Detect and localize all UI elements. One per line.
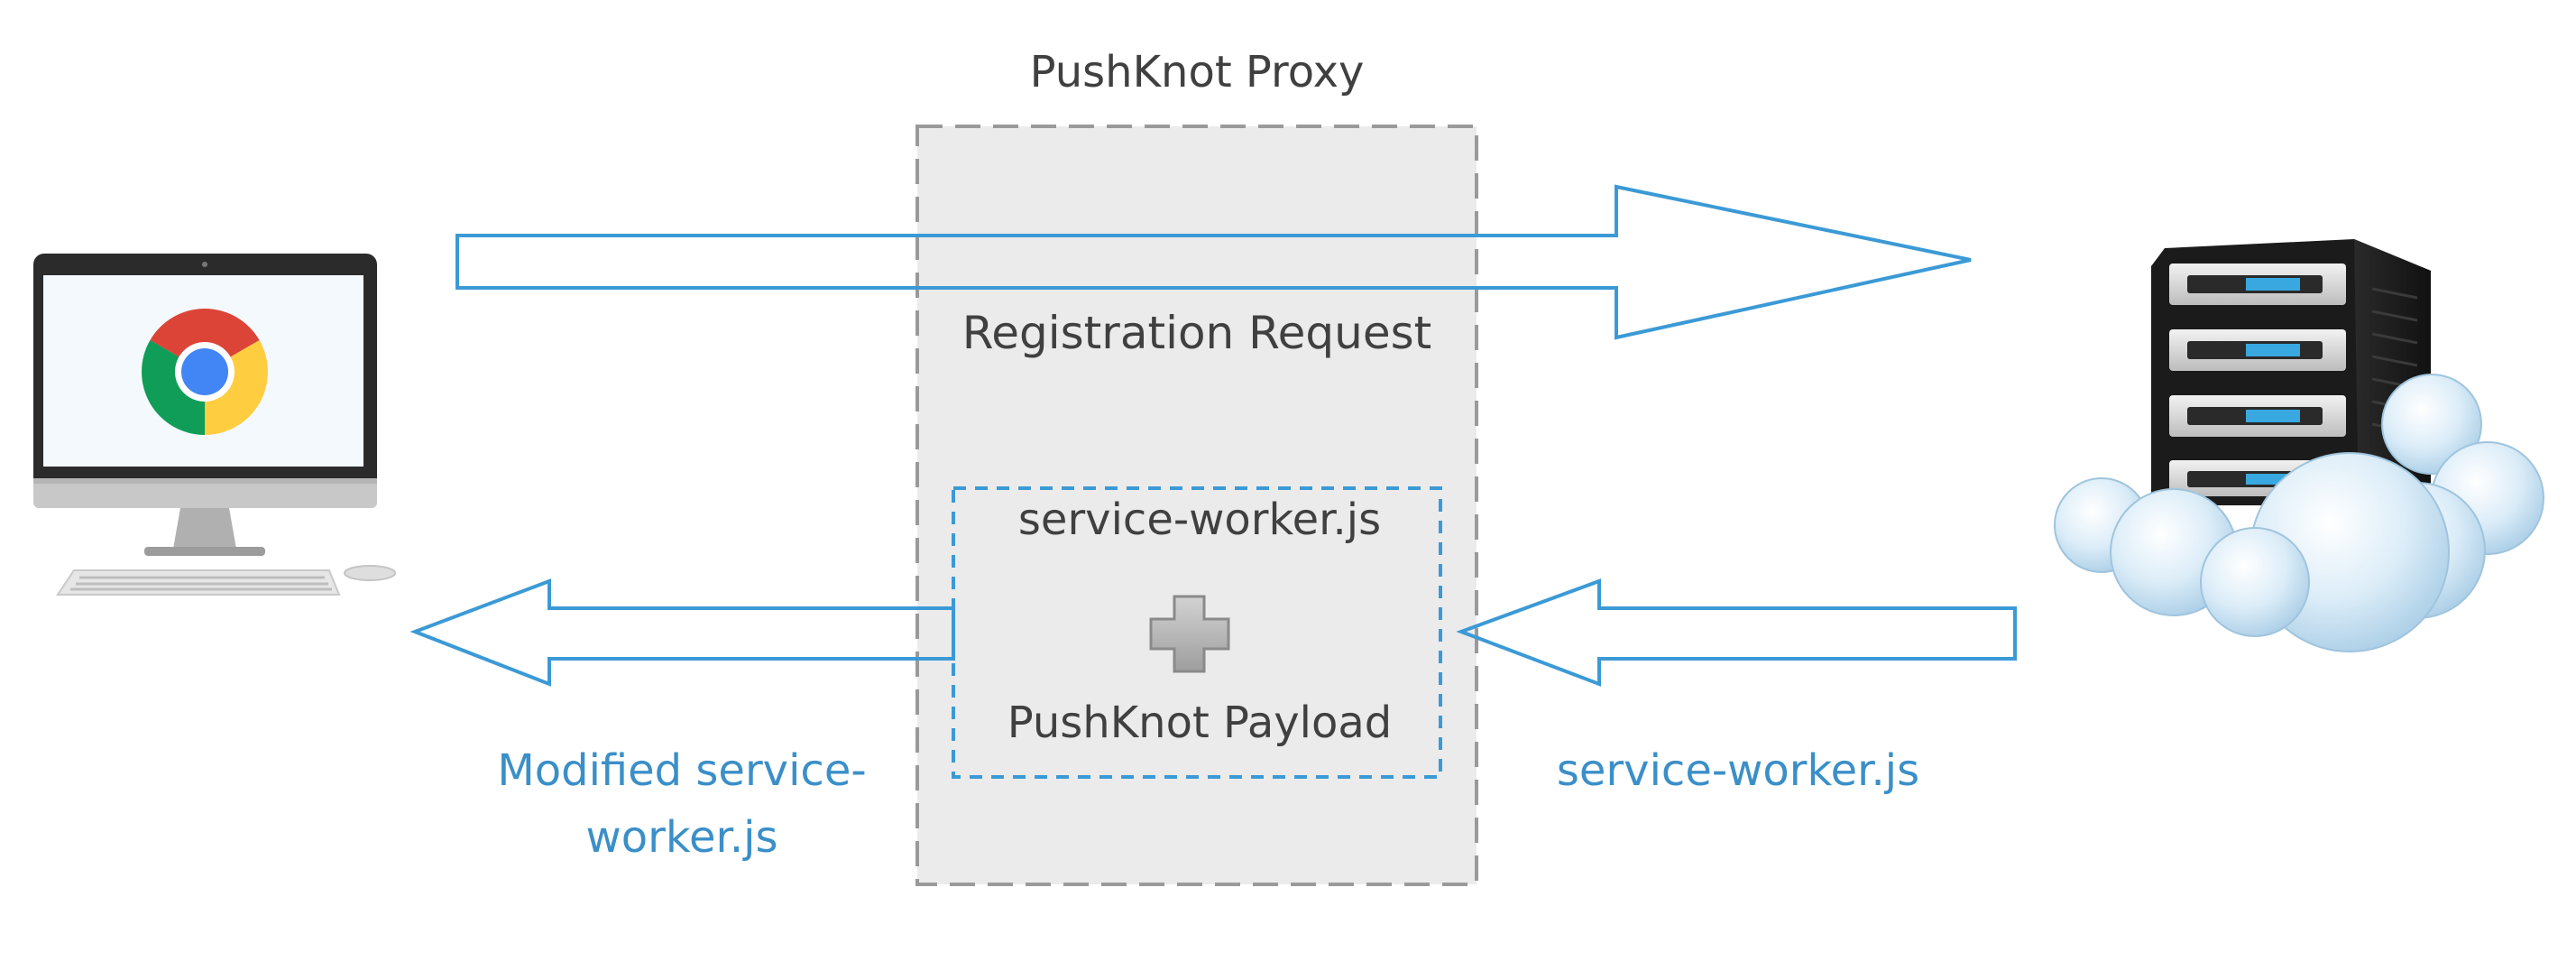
- plus-icon: [1149, 595, 1230, 673]
- desktop-with-chrome-icon: [33, 254, 396, 596]
- bundle-service-worker-label: service-worker.js: [1018, 495, 1381, 545]
- proxy-title: PushKnot Proxy: [1030, 47, 1365, 97]
- server-response-label: service-worker.js: [1557, 745, 1919, 796]
- registration-request-label: Registration Request: [962, 307, 1432, 359]
- modified-service-worker-label-line2: worker.js: [586, 812, 778, 863]
- registration-request-arrow: [455, 184, 1972, 340]
- modified-service-worker-label-line1: Modified service-: [497, 745, 866, 796]
- modified-response-arrow: [409, 578, 955, 687]
- bundle-payload-label: PushKnot Payload: [1007, 698, 1393, 748]
- cloud-server-icon: [2054, 239, 2544, 652]
- proxy-box: [915, 125, 1478, 886]
- chrome-logo: [142, 309, 268, 435]
- server-response-arrow: [1456, 578, 2017, 687]
